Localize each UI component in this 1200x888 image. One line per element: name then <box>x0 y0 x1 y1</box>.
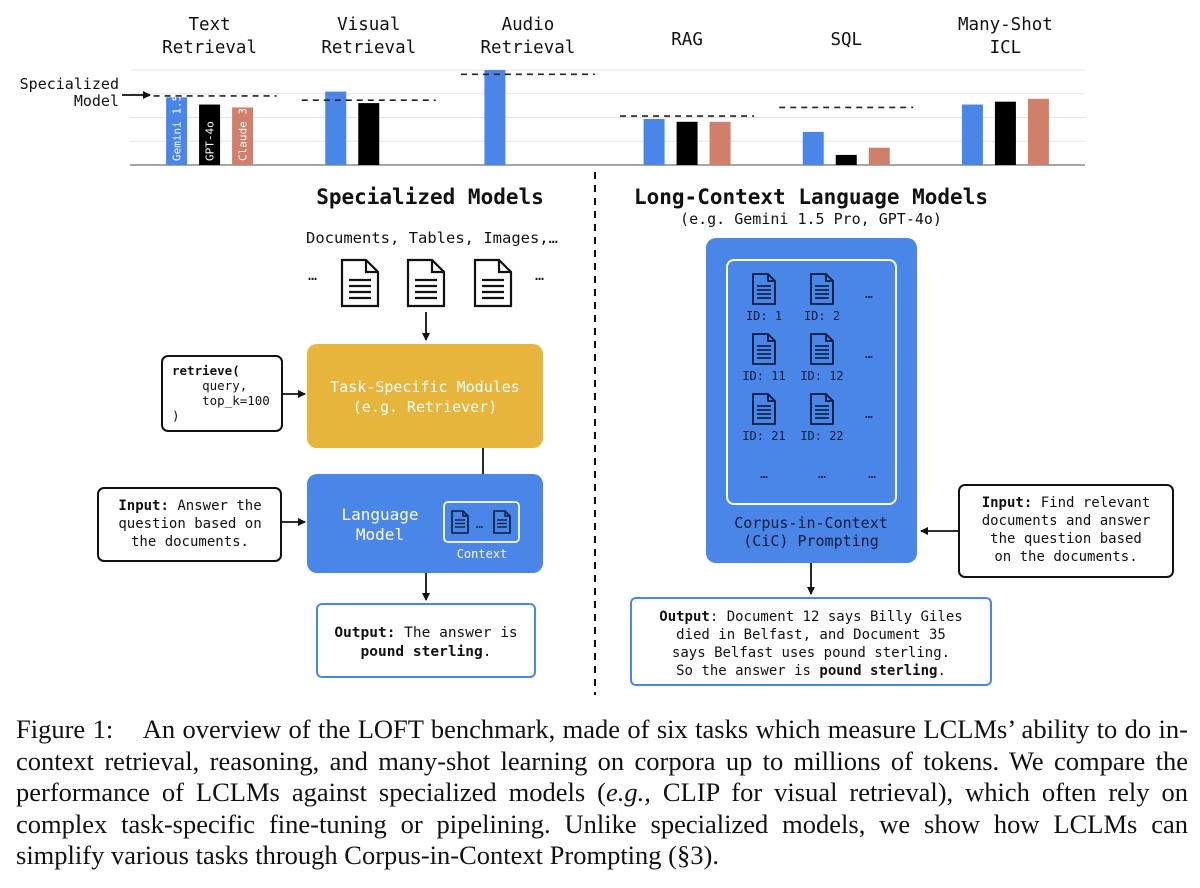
row-ellipsis: … <box>865 347 873 362</box>
task-box-line1: Task-Specific Modules <box>330 378 520 396</box>
right-output-line3: says Belfast uses pound sterling. <box>672 645 950 661</box>
left-input-line3: the documents. <box>131 534 249 550</box>
left-output-box <box>316 603 536 678</box>
category-label: RAG <box>671 30 703 50</box>
left-input-line2: question based on <box>118 516 261 532</box>
retrieve-code-box <box>161 355 283 432</box>
bottom-ellipsis: … <box>818 467 826 482</box>
corpus-box <box>726 259 897 505</box>
right-input-line2: documents and answer <box>982 513 1151 529</box>
category-label: SQL <box>830 30 862 50</box>
lm-box-line1: Language <box>341 505 418 524</box>
bar <box>643 118 665 165</box>
docs-ellipsis-right: … <box>535 266 544 284</box>
specialized-label-line1: Specialized <box>20 75 119 93</box>
right-output-line2: died in Belfast, and Document 35 <box>676 627 946 643</box>
right-output-line4: So the answer is pound sterling. <box>676 663 946 679</box>
language-model-box <box>307 474 543 573</box>
document-icon <box>406 258 446 308</box>
bar <box>325 91 347 165</box>
left-input-line1: Input: Answer the <box>118 498 261 514</box>
lm-box-line2: Model <box>356 525 404 544</box>
right-input-line3: the question based <box>990 531 1142 547</box>
left-output-line1: Output: The answer is <box>334 625 517 641</box>
right-input-line1: Input: Find relevant <box>982 495 1151 511</box>
right-title: Long-Context Language Models <box>634 185 988 209</box>
context-ellipsis: … <box>476 517 483 531</box>
docs-label: Documents, Tables, Images,… <box>306 229 558 247</box>
specialized-model-label: Specialized Model <box>20 75 151 110</box>
row-ellipsis: … <box>865 407 873 422</box>
document-icon <box>340 258 380 308</box>
document-id: ID: 11 <box>742 369 785 383</box>
cic-line1: Corpus-in-Context <box>734 514 888 532</box>
bar <box>166 97 188 165</box>
right-output-box <box>630 597 992 686</box>
bar <box>835 154 857 165</box>
document-icon <box>473 258 513 308</box>
right-input-box <box>958 484 1174 578</box>
bar <box>802 131 824 165</box>
caption-italic: e.g., <box>605 777 651 807</box>
caption-text-1: An overview of the LOFT benchmark, made … <box>16 714 1188 807</box>
task-specific-modules-box <box>307 344 543 448</box>
cic-line2: (CiC) Prompting <box>743 532 878 550</box>
bottom-ellipsis: … <box>868 467 876 482</box>
task-box-line2: (e.g. Retriever) <box>353 398 498 416</box>
document-id: ID: 2 <box>804 309 840 323</box>
document-id: ID: 1 <box>746 309 782 323</box>
category-label: Retrieval <box>162 38 257 58</box>
bar <box>868 147 890 165</box>
document-id: ID: 21 <box>742 429 785 443</box>
right-input-line4: on the documents. <box>994 549 1137 565</box>
caption-label: Figure 1: <box>16 714 114 744</box>
long-context-panel: Long-Context Language Models (e.g. Gemin… <box>630 185 1174 686</box>
bar <box>484 70 506 165</box>
category-label: Retrieval <box>481 38 576 58</box>
code-line-4: ) <box>172 408 180 423</box>
context-box <box>443 501 520 543</box>
category-label: Many-Shot <box>958 15 1053 35</box>
code-line-3: top_k=100 <box>172 393 270 408</box>
category-label: Retrieval <box>321 38 416 58</box>
category-label: Text <box>189 15 231 35</box>
code-line-1: retrieve( <box>172 363 240 378</box>
category-label: Visual <box>337 15 400 35</box>
bar <box>676 121 698 165</box>
corpus-documents: ID: 1 ID: 2 … ID: 11 ID: 12 … ID: 21 ID: 22 … … … … <box>742 273 876 482</box>
series-label: GPT-4o <box>204 121 217 161</box>
right-subtitle: (e.g. Gemini 1.5 Pro, GPT-4o) <box>680 210 942 228</box>
bar <box>961 104 983 165</box>
category-label: ICL <box>990 38 1022 58</box>
right-output-line1: Output: Document 12 says Billy Giles <box>659 609 962 625</box>
code-line-2: query, <box>172 378 247 393</box>
left-title: Specialized Models <box>316 185 544 209</box>
bar <box>994 101 1016 165</box>
left-output-line2: pound sterling. <box>361 644 492 660</box>
bar <box>358 103 380 165</box>
bar <box>709 121 731 165</box>
bar <box>199 104 221 165</box>
caption-text-2: CLIP for visual retrieval), which often … <box>16 777 1189 870</box>
specialized-label-line2: Model <box>74 92 119 110</box>
specialized-models-panel: Specialized Models Documents, Tables, Im… <box>97 185 558 678</box>
row-ellipsis: … <box>865 287 873 302</box>
context-label: Context <box>457 547 508 561</box>
left-input-box <box>97 487 282 562</box>
bottom-ellipsis: … <box>760 467 768 482</box>
document-id: ID: 12 <box>800 369 843 383</box>
docs-ellipsis-left: … <box>308 266 317 284</box>
figure-caption: Figure 1: An overview of the LOFT benchm… <box>16 714 1188 872</box>
series-label: Claude 3 <box>237 108 250 161</box>
bar <box>1027 98 1049 165</box>
document-id: ID: 22 <box>800 429 843 443</box>
series-label: Gemini 1.5 <box>171 95 184 161</box>
category-label: Audio <box>502 15 555 35</box>
bar <box>232 107 254 165</box>
